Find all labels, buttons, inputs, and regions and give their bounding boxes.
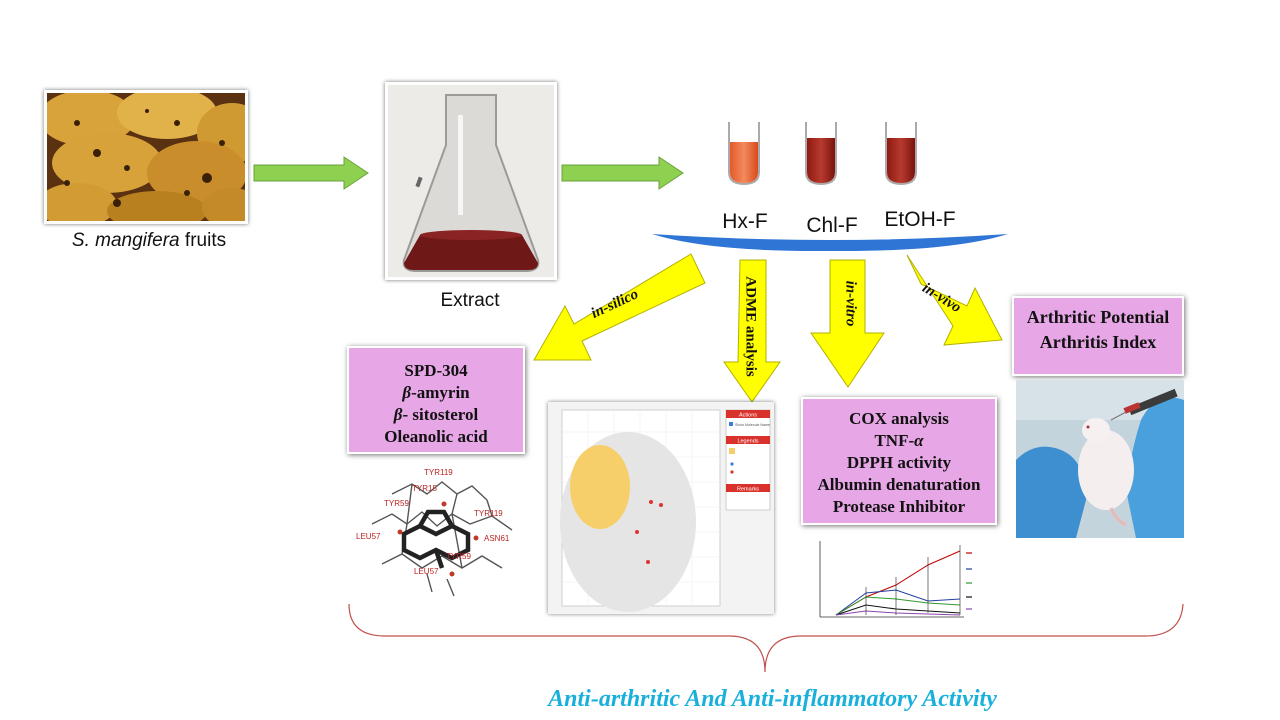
label-invitro: in-vitro — [842, 280, 859, 327]
compound-spd304: SPD-304 — [404, 361, 468, 380]
arrow-invivo — [906, 254, 1003, 346]
adme-legends-title: Legends — [737, 439, 758, 445]
result-title: Anti-arthritic And Anti-inflammatory Act… — [548, 686, 997, 712]
adme-panel: Actions Show Molecule Name Legends Remar… — [548, 402, 774, 614]
residue-label: ASN61 — [484, 534, 510, 543]
residue-label: TYR15 — [412, 484, 437, 493]
residue-label: TYR59 — [446, 552, 471, 561]
fruit-caption-rest: fruits — [179, 230, 227, 251]
assay-cox: COX analysis — [849, 409, 949, 428]
fruit-caption: S. mangifera fruits — [44, 230, 254, 252]
invitro-box: COX analysis TNF-α DPPH activity Albumin… — [801, 397, 997, 525]
test-tubes — [728, 122, 917, 186]
adme-remarks-title: Remarks — [737, 487, 759, 493]
fraction-label-hx: Hx-F — [722, 210, 768, 233]
residue-label: TYR119 — [474, 509, 503, 518]
assay-protease: Protease Inhibitor — [832, 497, 966, 516]
invitro-chart-image — [806, 535, 1006, 625]
rat-photo — [1016, 380, 1184, 538]
adme-actions-title: Actions — [739, 413, 757, 419]
flask-photo — [385, 82, 557, 280]
arrow-invitro — [810, 259, 885, 388]
compound-beta-sitosterol: β- sitosterol — [393, 405, 479, 424]
insilico-box: SPD-304 β-amyrin β- sitosterol Oleanolic… — [347, 346, 525, 454]
invivo-index: Arthritis Index — [1039, 332, 1157, 352]
species-name: S. mangifera — [71, 230, 180, 251]
label-adme: ADME analysis — [742, 276, 759, 377]
residue-label: LEU57 — [414, 567, 439, 576]
arrow-insilico — [533, 253, 706, 361]
residue-label: TYR59 — [384, 499, 409, 508]
docking-image: TYR119 TYR15 TYR59 TYR119 LEU57 ASN61 TY… — [356, 468, 513, 597]
arrow-adme — [723, 259, 781, 403]
fruit-photo — [44, 90, 248, 224]
tube-etoh — [885, 122, 917, 186]
results-bracket — [348, 603, 1184, 673]
green-arrow-1 — [253, 156, 369, 190]
blue-platform — [652, 234, 1008, 252]
compound-oleanolic-acid: Oleanolic acid — [384, 427, 488, 446]
compound-beta-amyrin: β-amyrin — [402, 383, 470, 402]
assay-albumin: Albumin denaturation — [817, 475, 981, 494]
fraction-label-chl: Chl-F — [806, 214, 858, 237]
invivo-box: Arthritic Potential Arthritis Index — [1012, 296, 1184, 376]
green-arrow-2 — [561, 156, 684, 190]
assay-tnf: TNF-α — [874, 431, 924, 450]
extract-caption: Extract — [440, 290, 500, 311]
fraction-label-etoh: EtOH-F — [884, 208, 956, 231]
tube-chl — [805, 122, 837, 186]
adme-actions-item: Show Molecule Name — [735, 423, 770, 427]
residue-label: TYR119 — [424, 468, 453, 477]
invivo-potential: Arthritic Potential — [1026, 307, 1170, 327]
assay-dpph: DPPH activity — [846, 453, 952, 472]
residue-label: LEU57 — [356, 532, 381, 541]
tube-hx — [728, 122, 760, 186]
